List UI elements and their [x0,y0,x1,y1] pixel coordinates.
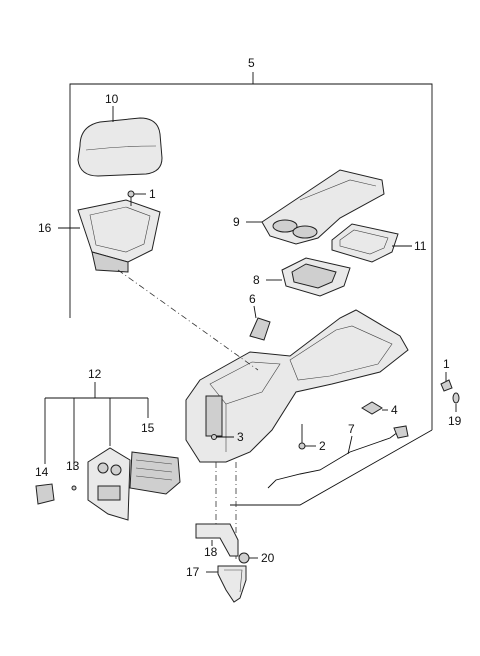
bolt-2 [298,424,316,450]
wire-harness [267,425,409,489]
lower-bracket [195,523,258,603]
switch-15 [129,451,181,495]
callout-3: 3 [237,430,244,444]
callout-18: 18 [204,545,218,559]
callout-14: 14 [35,465,49,479]
callout-10: 10 [105,92,119,106]
callout-2: 2 [319,439,326,453]
assembly-bracket-5 [69,72,433,506]
callout-17: 17 [186,565,200,579]
callout-5: 5 [248,56,255,70]
callout-6: 6 [249,292,256,306]
pad-4 [361,401,388,415]
callout-16: 16 [38,221,52,235]
shift-bezel [331,223,412,263]
screw-13 [71,485,77,491]
callout-labels: 5 10 1 16 9 11 8 6 1 19 12 3 4 15 7 2 13… [35,56,462,579]
callout-9: 9 [233,215,240,229]
callout-15: 15 [141,421,155,435]
bracket-12 [44,382,149,470]
screw-3 [211,434,234,440]
callout-19: 19 [448,414,462,428]
console-body [185,309,409,463]
callout-1-right: 1 [443,357,450,371]
storage-box [58,199,161,273]
callout-13: 13 [66,459,80,473]
clip-6 [249,305,271,341]
callout-20: 20 [261,551,275,565]
fastener-right [440,372,460,412]
callout-4: 4 [391,403,398,417]
callout-7: 7 [348,422,355,436]
screw-top [127,190,146,206]
bezel-panel [87,447,131,521]
armrest-lid [77,106,163,177]
cup-holder-insert [266,257,351,297]
callout-1: 1 [149,187,156,201]
cover-14 [35,483,55,505]
upper-console-panel [246,169,385,245]
callout-12: 12 [88,367,102,381]
callout-11: 11 [414,239,427,253]
callout-8: 8 [253,273,260,287]
